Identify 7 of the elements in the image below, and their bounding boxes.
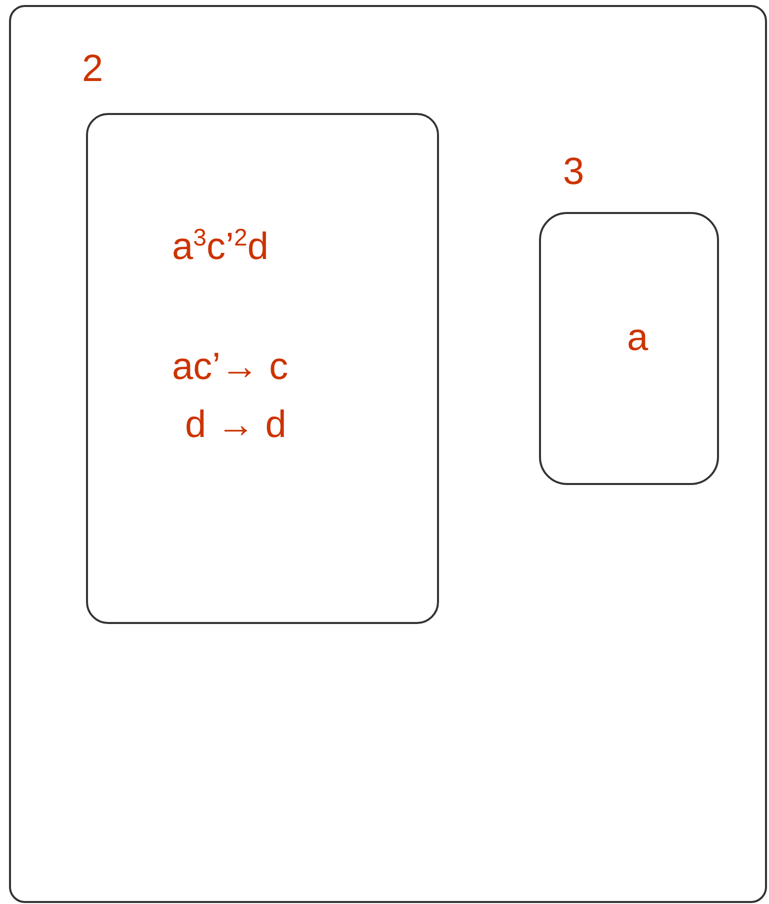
- multiset-text: a: [627, 318, 648, 360]
- rule-text: d → d: [185, 405, 286, 447]
- rule-text: ac’→ c: [172, 347, 288, 389]
- membrane-box: [9, 5, 767, 903]
- membrane-label: 3: [563, 152, 584, 194]
- multiset-text: a$^{3}$c’$^{2}$d: [172, 227, 268, 269]
- membrane-label: 2: [82, 49, 104, 91]
